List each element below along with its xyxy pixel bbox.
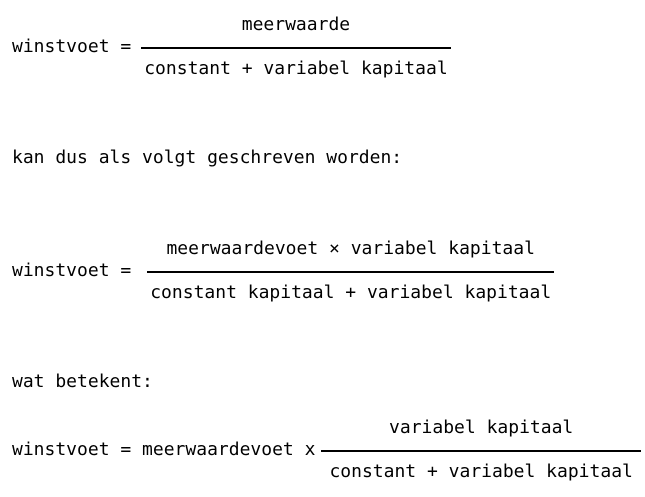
connecting-text-1: kan dus als volgt geschreven worden: [12,147,403,168]
formula2-denominator: constant kapitaal + variabel kapitaal [150,282,552,303]
formula2-fraction-bar [147,271,555,273]
formula3-fraction: variabel kapitaal constant + variabel ka… [321,417,641,482]
formula1-fraction-bar [141,47,451,49]
formula2-fraction: meerwaardevoet × variabel kapitaal const… [147,238,555,303]
formula3-numerator: variabel kapitaal [389,417,574,438]
formula-winstvoet-meerwaardevoet: winstvoet = meerwaardevoet × variabel ka… [12,238,555,303]
formula2-numerator: meerwaardevoet × variabel kapitaal [166,238,535,259]
formula3-lhs: winstvoet = meerwaardevoet x [12,439,316,460]
connecting-text-2: wat betekent: [12,371,153,392]
formula1-denominator: constant + variabel kapitaal [144,58,448,79]
formula1-numerator: meerwaarde [241,14,351,35]
formula3-denominator: constant + variabel kapitaal [329,461,633,482]
formula-winstvoet-meerwaarde: winstvoet = meerwaarde constant + variab… [12,16,451,78]
formula-winstvoet-expanded: winstvoet = meerwaardevoet x variabel ka… [12,419,641,481]
formula1-fraction: meerwaarde constant + variabel kapitaal [141,14,451,79]
formula1-lhs: winstvoet = [12,36,132,57]
formula3-fraction-bar [321,450,641,452]
formula2-lhs: winstvoet = [12,260,132,281]
